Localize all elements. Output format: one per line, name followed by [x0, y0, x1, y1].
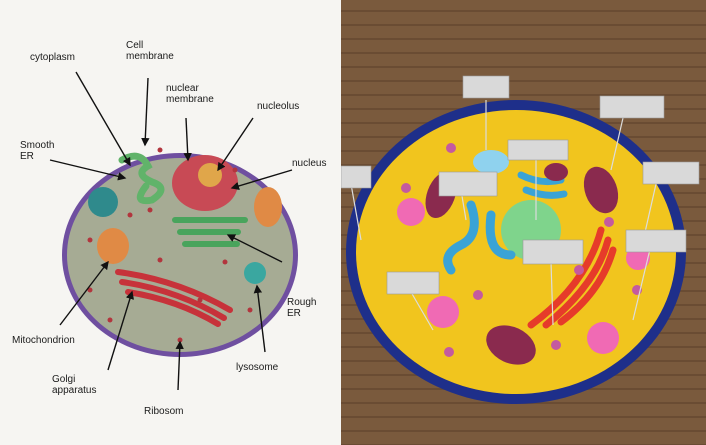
- label-cell-membrane: Cell membrane: [126, 40, 174, 62]
- lysosome-2: [427, 296, 459, 328]
- label-mitochondrion: Mitochondrion: [12, 335, 75, 346]
- label-nucleolus: nucleolus: [257, 101, 299, 112]
- lysosome-shape: [244, 262, 266, 284]
- label-rough-er: Rough ER: [287, 297, 316, 319]
- lysosome-3: [587, 322, 619, 354]
- label-smooth-er: Smooth ER: [20, 140, 54, 162]
- vesicle-shape: [88, 187, 118, 217]
- mitochondrion-shape-left: [97, 228, 129, 264]
- left-cell-model-photo: cytoplasm Cell membrane nuclear membrane…: [0, 0, 341, 445]
- label-nuclear-membrane: nuclear membrane: [166, 83, 214, 105]
- mitochondrion-4: [544, 163, 568, 181]
- right-cell-model-photo: [341, 0, 706, 445]
- label-lysosome: lysosome: [236, 362, 278, 373]
- right-cell-model-drawing: [341, 0, 706, 445]
- label-ribosome: Ribosom: [144, 406, 183, 417]
- lysosome-1: [397, 198, 425, 226]
- label-golgi-apparatus: Golgi apparatus: [52, 374, 96, 396]
- label-nucleus: nucleus: [292, 158, 326, 169]
- label-cytoplasm: cytoplasm: [30, 52, 75, 63]
- mitochondrion-shape-right: [254, 187, 282, 227]
- nucleolus-shape: [198, 163, 222, 187]
- vacuole-shape: [473, 150, 509, 174]
